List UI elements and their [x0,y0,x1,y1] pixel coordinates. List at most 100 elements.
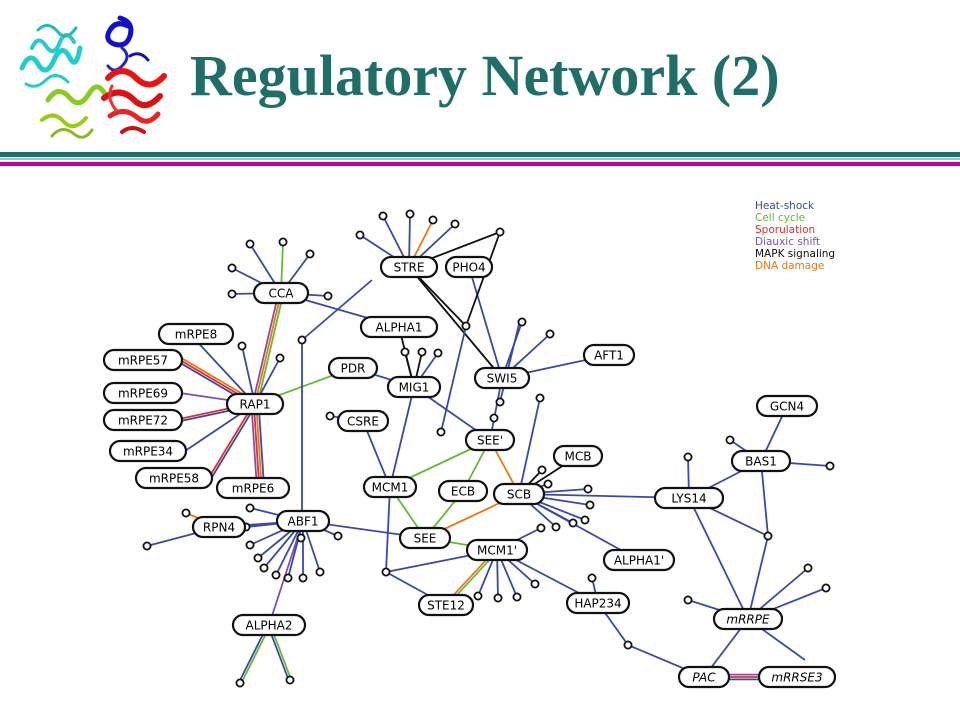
node-mcm1b: MCM1' [465,538,529,562]
node-label: MCM1 [372,481,409,495]
node-label: mRPE34 [123,445,173,459]
node-stre: STRE [379,255,439,279]
edge-cca-rap1 [251,292,280,404]
node-alpha1b: ALPHA1' [602,548,676,572]
node-label: MCB [565,450,592,464]
node-see1: SEE' [464,428,516,452]
network-edge [499,319,521,403]
terminal-node [683,595,693,605]
node-label: AFT1 [594,349,624,363]
terminal-node [803,563,813,573]
node-csre: CSRE [336,409,390,433]
node-box [275,509,331,533]
terminal-node [323,291,333,301]
node-label: LYS14 [671,492,706,506]
terminal-node [537,465,547,475]
title-rule-top [0,152,960,157]
node-ecb: ECB [437,479,489,503]
node-label: SCB [507,488,531,502]
node-label: ABF1 [288,515,319,529]
legend-item: Cell cycle [755,212,805,224]
network-edge [760,460,769,537]
node-label: MCM1' [477,544,517,558]
node-mrpe57: mRPE57 [102,348,184,372]
node-box [134,466,214,490]
node-rpn4: RPN4 [191,515,247,539]
network-edge [250,404,258,481]
terminal-node [405,209,415,219]
network-edge [210,404,257,480]
node-label: ALPHA1' [614,554,664,568]
node-label: PDR [341,362,366,376]
node-box [215,476,291,500]
node-box [565,591,631,615]
node-box [730,449,792,473]
node-label: PAC [692,671,716,685]
terminal-node [305,249,315,259]
title-rule-middle [0,158,960,160]
node-box [108,439,188,463]
node-mrpe58: mRPE58 [134,466,214,490]
terminal-node [298,573,308,583]
node-label: GCN4 [770,400,804,414]
terminal-node [283,573,293,583]
node-box [552,444,604,468]
legend-item: Diauxic shift [755,236,820,248]
terminal-node [315,567,325,577]
terminal-node [587,573,597,583]
terminal-node [417,347,427,357]
node-label: RAP1 [240,398,271,412]
terminal-node [551,522,561,532]
node-box [359,315,439,339]
node-box [252,281,310,305]
terminal-node [253,553,263,563]
terminal-node [259,563,269,573]
terminal-node [297,335,307,345]
node-label: MIG1 [399,381,430,395]
terminal-node [585,500,595,510]
node-box [602,548,676,572]
node-box [465,538,529,562]
node-box [582,343,636,367]
node-box [677,665,731,689]
terminal-node [142,541,152,551]
node-label: SEE' [477,434,503,448]
terminal-node [583,484,593,494]
network-edge [257,403,265,480]
node-pho4: PHO4 [444,255,494,279]
terminal-node [245,540,255,550]
node-label: ALPHA1 [376,321,423,335]
terminal-node [278,237,288,247]
edge-mig1-mcm1 [389,386,415,488]
node-label: SEE [414,532,437,546]
terminal-node [436,427,446,437]
network-edge [465,231,501,327]
node-box [757,665,837,689]
network-edge [747,535,769,620]
terminal-node [355,230,365,240]
terminal-node [568,518,578,528]
node-label: CSRE [347,415,379,429]
terminal-node [378,211,388,221]
node-box [417,593,475,617]
node-label: HAP234 [574,597,621,611]
node-box [102,348,184,372]
legend-item: DNA damage [755,260,824,272]
node-box [464,428,516,452]
node-box [473,366,531,390]
node-mrpe34: mRPE34 [108,439,188,463]
legend-item: Heat-shock [755,200,815,212]
edge-cca-rap1 [256,293,285,405]
node-label: ECB [451,485,475,499]
network-edge [252,404,260,481]
node-label: SWI5 [487,372,518,386]
terminal-node [227,263,237,273]
terminal-node [725,435,735,445]
terminal-node [400,347,410,357]
node-mcm1: MCM1 [362,475,418,499]
node-cca: CCA [252,281,310,305]
node-label: mRPE72 [118,414,168,428]
node-mrrse3: mRRSE3 [757,665,837,689]
terminal-node [433,348,443,358]
